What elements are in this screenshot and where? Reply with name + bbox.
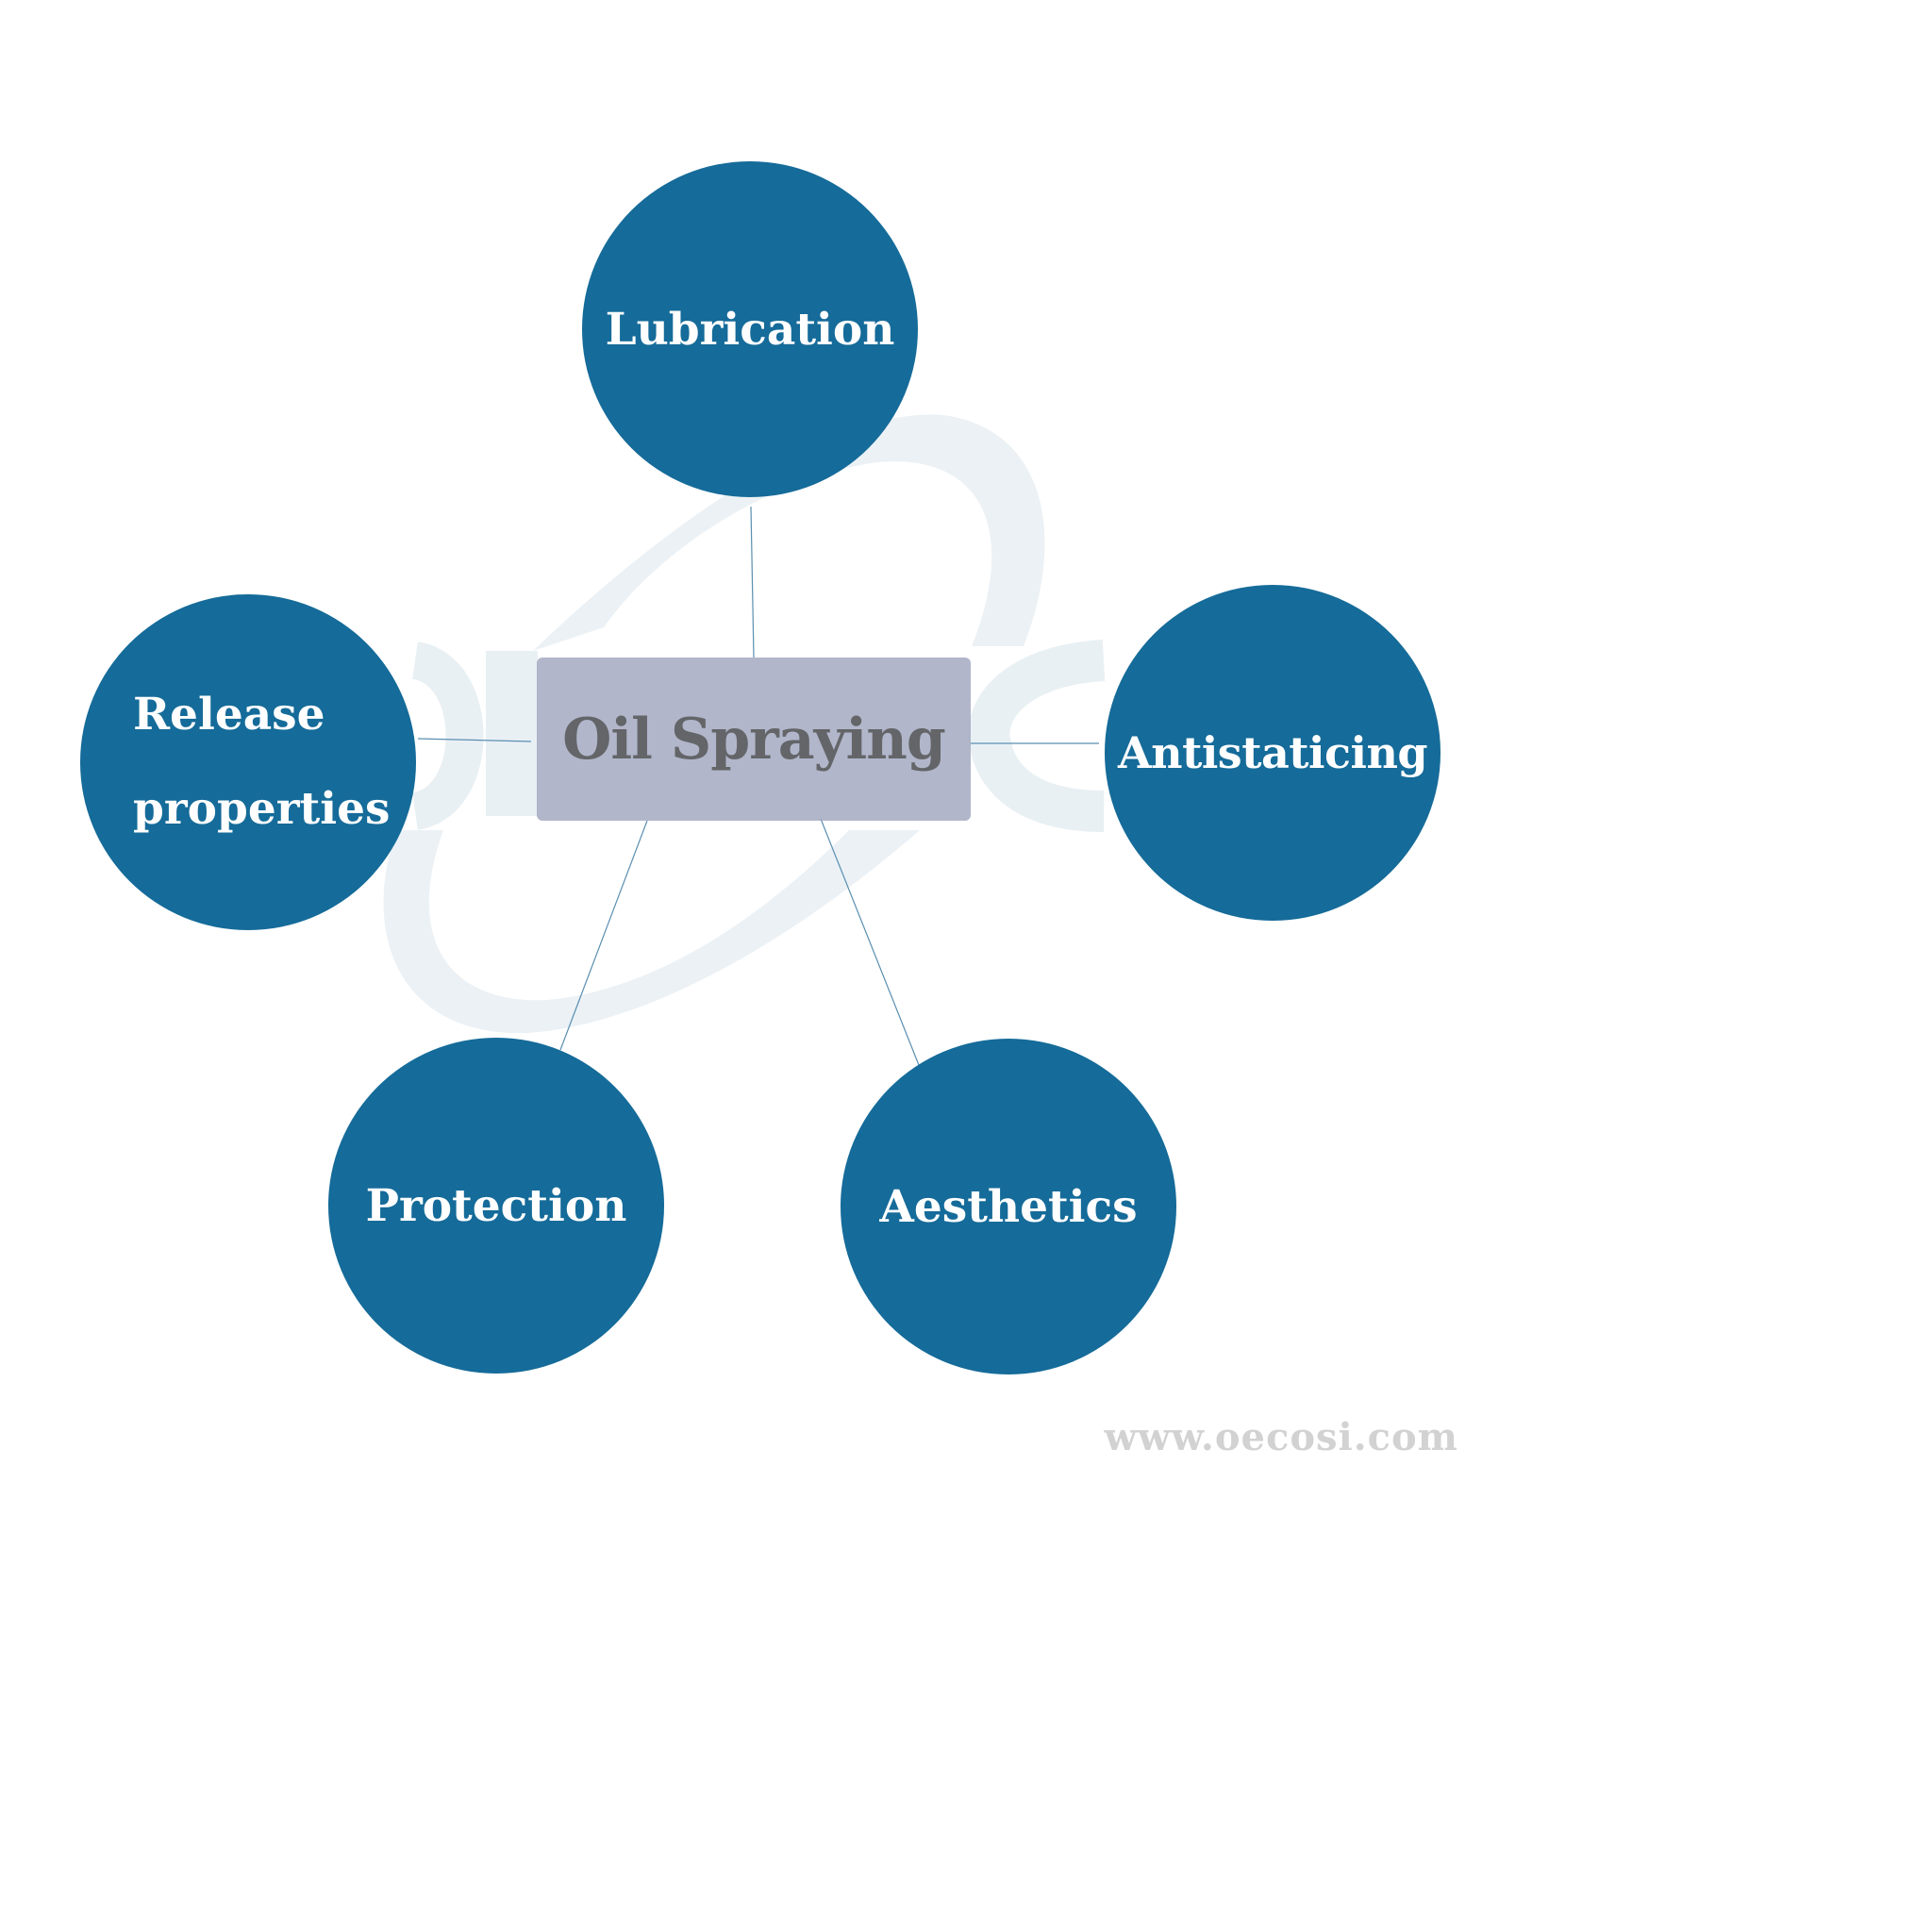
watermark-url: www.oecosi.com	[1104, 1415, 1458, 1459]
center-node-oil-spraying: Oil Spraying	[537, 658, 971, 821]
connector-lines	[417, 506, 1099, 1066]
node-label-aesthetics: Aesthetics	[879, 1180, 1138, 1233]
node-label-lubrication: Lubrication	[605, 303, 895, 356]
node-label-antistaticing: Antistaticing	[1117, 727, 1428, 778]
diagram-canvas: Lubrication Antistaticing Release proper…	[80, 161, 1458, 1459]
node-label-protection: Protection	[365, 1179, 627, 1232]
center-node-label: Oil Spraying	[562, 706, 946, 773]
node-label-release-line2: properties	[133, 783, 391, 835]
connector-release	[417, 738, 532, 742]
connector-protection	[559, 820, 648, 1051]
node-lubrication: Lubrication	[582, 161, 918, 497]
connector-lubrication	[750, 506, 755, 658]
node-protection: Protection	[328, 1038, 664, 1374]
node-label-release-properties: Release properties	[133, 668, 397, 857]
node-antistaticing: Antistaticing	[1105, 585, 1441, 921]
node-release-properties: Release properties	[80, 594, 416, 930]
node-label-release-line1: Release	[133, 689, 325, 741]
connector-aesthetics	[820, 818, 920, 1066]
node-aesthetics: Aesthetics	[841, 1039, 1176, 1374]
